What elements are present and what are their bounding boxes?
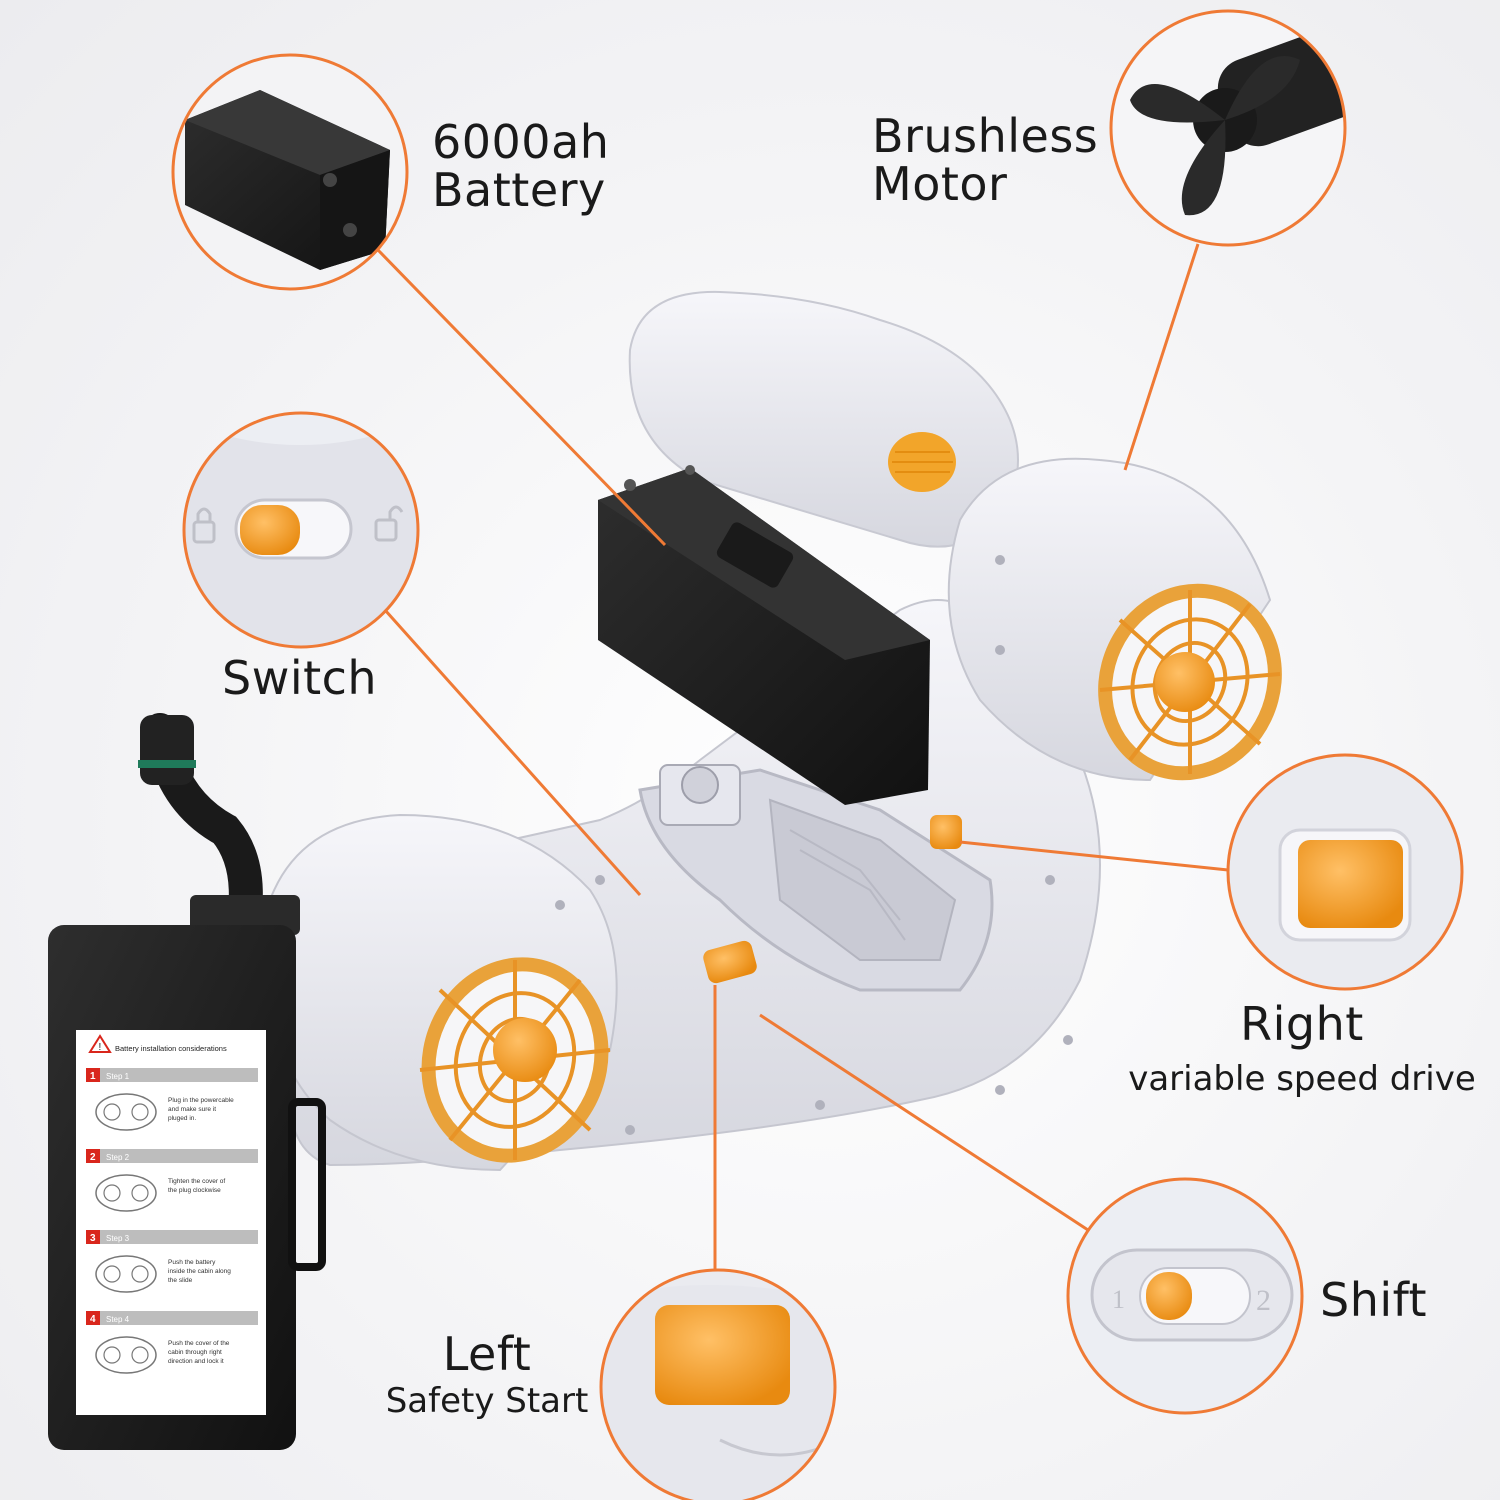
step-illustration bbox=[95, 1174, 157, 1212]
shift-mark-1: 1 bbox=[1112, 1285, 1125, 1314]
step-illustration-detail bbox=[131, 1346, 149, 1364]
step-text: the slide bbox=[168, 1277, 193, 1284]
step-number: 2 bbox=[90, 1152, 96, 1163]
svg-text:!: ! bbox=[99, 1042, 102, 1053]
unlock-icon bbox=[374, 505, 404, 542]
step-number-badge bbox=[86, 1068, 100, 1082]
shift-callout: 1 2 bbox=[1066, 1177, 1304, 1415]
shift-slider bbox=[1146, 1272, 1192, 1320]
battery-label: 6000ah Battery bbox=[432, 118, 609, 215]
step-number: 4 bbox=[90, 1314, 96, 1325]
step-text: Push the battery bbox=[168, 1259, 216, 1266]
right-label-line2: variable speed drive bbox=[1128, 1059, 1476, 1100]
left-label-line1: Left bbox=[442, 1327, 532, 1381]
step-illustration-detail bbox=[103, 1184, 121, 1202]
right-thruster bbox=[947, 457, 1282, 782]
step-number: 1 bbox=[90, 1071, 96, 1082]
battery-instruction-card bbox=[76, 1030, 266, 1415]
step-header-bar bbox=[86, 1068, 258, 1082]
instruction-step: 1 Step 1 Plug in the powercable and make su… bbox=[86, 1068, 258, 1131]
step-text: Plug in the powercable bbox=[168, 1097, 234, 1104]
motor-label-line2: Motor bbox=[872, 157, 1008, 212]
step-illustration-detail bbox=[103, 1265, 121, 1283]
step-number-badge bbox=[86, 1311, 100, 1325]
card-title: Battery installation considerations bbox=[115, 1044, 227, 1053]
battery-label-line1: 6000ah bbox=[432, 115, 610, 169]
left-button-part bbox=[703, 940, 757, 984]
step-illustration bbox=[95, 1255, 157, 1293]
motor-label-line1: Brushless bbox=[872, 109, 1099, 163]
step-number: 3 bbox=[90, 1233, 96, 1244]
step-header-bar bbox=[86, 1149, 258, 1163]
step-label: Step 1 bbox=[106, 1072, 130, 1081]
step-label: Step 2 bbox=[106, 1153, 130, 1162]
right-drive-callout bbox=[1226, 753, 1464, 991]
step-text: pluged in. bbox=[168, 1115, 196, 1122]
step-illustration bbox=[95, 1336, 157, 1374]
instruction-steps: 1 Step 1 Plug in the powercable and make su… bbox=[86, 1068, 258, 1374]
instruction-step: 2 Step 2 Tighten the cover of the plug cloc… bbox=[86, 1149, 258, 1212]
step-number-badge bbox=[86, 1149, 100, 1163]
instruction-step: 3 Step 3 Push the battery inside the cabin … bbox=[86, 1230, 258, 1293]
instruction-card-content: ! Battery installation considerations bbox=[88, 1034, 227, 1053]
shift-mark-2: 2 bbox=[1256, 1284, 1271, 1317]
left-label-line2: Safety Start bbox=[385, 1381, 589, 1422]
step-illustration-detail bbox=[131, 1103, 149, 1121]
left-thruster bbox=[265, 813, 618, 1172]
callout-lines bbox=[376, 243, 1229, 1270]
step-number-badge bbox=[86, 1230, 100, 1244]
right-label-line1: Right bbox=[1240, 997, 1364, 1051]
sea-scooter bbox=[265, 290, 1282, 1172]
battery-label-line2: Battery bbox=[432, 163, 606, 218]
right-button-part bbox=[930, 815, 962, 849]
step-text: cabin through right bbox=[168, 1349, 222, 1356]
step-illustration-detail bbox=[131, 1184, 149, 1202]
propeller-icon bbox=[1130, 56, 1300, 216]
step-illustration bbox=[95, 1093, 157, 1131]
warning-icon: ! bbox=[88, 1034, 112, 1053]
left-label: Left Safety Start bbox=[376, 1330, 598, 1420]
battery-callout bbox=[171, 53, 409, 291]
shift-label: Shift bbox=[1320, 1273, 1428, 1327]
step-label: Step 3 bbox=[106, 1234, 130, 1243]
motor-callout bbox=[1109, 9, 1347, 247]
step-text: Tighten the cover of bbox=[168, 1178, 225, 1185]
step-illustration-detail bbox=[103, 1346, 121, 1364]
step-text: inside the cabin along bbox=[168, 1268, 231, 1275]
step-header-bar bbox=[86, 1230, 258, 1244]
step-illustration-detail bbox=[131, 1265, 149, 1283]
step-header-bar bbox=[86, 1311, 258, 1325]
switch-label: Switch bbox=[222, 651, 378, 705]
lock-icon bbox=[192, 507, 216, 544]
step-text: and make sure it bbox=[168, 1106, 216, 1113]
step-illustration-detail bbox=[103, 1103, 121, 1121]
switch-slider bbox=[240, 505, 300, 555]
step-text: the plug clockwise bbox=[168, 1187, 221, 1194]
floating-battery bbox=[598, 465, 930, 805]
right-label: Right variable speed drive bbox=[1112, 1000, 1492, 1098]
motor-label: Brushless Motor bbox=[872, 112, 1098, 209]
left-safety-callout bbox=[599, 1268, 837, 1500]
instruction-step: 4 Step 4 Push the cover of the cabin throug… bbox=[86, 1311, 258, 1374]
step-label: Step 4 bbox=[106, 1315, 130, 1324]
step-text: Push the cover of the bbox=[168, 1340, 230, 1347]
step-text: direction and lock it bbox=[168, 1358, 224, 1365]
switch-callout bbox=[182, 411, 420, 649]
